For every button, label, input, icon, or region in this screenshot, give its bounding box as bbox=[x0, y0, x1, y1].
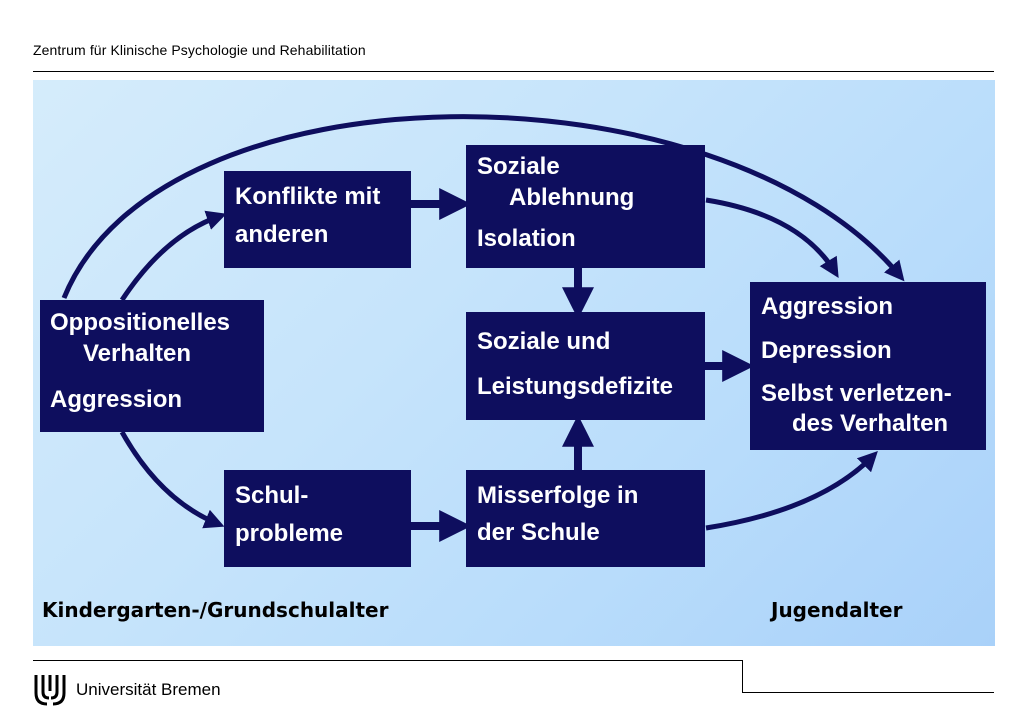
box-oppositionell-line1: Oppositionelles bbox=[50, 309, 231, 336]
age-label-left: Kindergarten-/Grundschulalter bbox=[42, 598, 389, 622]
box-schulprobleme-line2: probleme bbox=[235, 520, 344, 547]
box-ablehnung-line1: Soziale bbox=[477, 153, 560, 180]
box-oppositionell: Oppositionelles Verhalten Aggression bbox=[40, 300, 264, 432]
box-schulprobleme-line1: Schul- bbox=[235, 482, 309, 509]
footer-divider-right bbox=[742, 692, 994, 693]
box-konflikte: Konflikte mit anderen bbox=[224, 171, 411, 268]
box-outcome-line2: Depression bbox=[761, 337, 892, 364]
box-misserfolge: Misserfolge in der Schule bbox=[466, 470, 705, 567]
box-misserfolge-line1: Misserfolge in bbox=[477, 482, 639, 509]
box-outcome-line1: Aggression bbox=[761, 293, 894, 320]
box-defizite-line1: Soziale und bbox=[477, 328, 611, 355]
university-name: Universität Bremen bbox=[76, 680, 221, 699]
header-title: Zentrum für Klinische Psychologie und Re… bbox=[33, 42, 366, 58]
box-schulprobleme: Schul- probleme bbox=[224, 470, 411, 567]
box-outcome-line4: des Verhalten bbox=[792, 410, 949, 437]
box-misserfolge-line2: der Schule bbox=[477, 519, 600, 546]
box-oppositionell-line3: Aggression bbox=[50, 386, 183, 413]
header-divider bbox=[33, 71, 994, 72]
box-konflikte-line2: anderen bbox=[235, 221, 329, 248]
age-label-right: Jugendalter bbox=[771, 598, 903, 622]
box-ablehnung-line2: Ablehnung bbox=[509, 184, 635, 211]
box-defizite: Soziale und Leistungsdefizite bbox=[466, 312, 705, 420]
uni-bremen-logo-icon bbox=[34, 675, 66, 706]
footer-divider-left bbox=[33, 660, 743, 661]
box-outcome-line3: Selbst verletzen- bbox=[761, 380, 952, 407]
box-ablehnung-line3: Isolation bbox=[477, 225, 576, 252]
box-ablehnung: Soziale Ablehnung Isolation bbox=[466, 145, 705, 268]
box-outcome: Aggression Depression Selbst verletzen- … bbox=[750, 282, 986, 450]
box-oppositionell-line2: Verhalten bbox=[83, 340, 192, 367]
box-defizite-line2: Leistungsdefizite bbox=[477, 373, 674, 400]
footer-divider-step bbox=[742, 660, 743, 693]
box-konflikte-line1: Konflikte mit bbox=[235, 183, 381, 210]
